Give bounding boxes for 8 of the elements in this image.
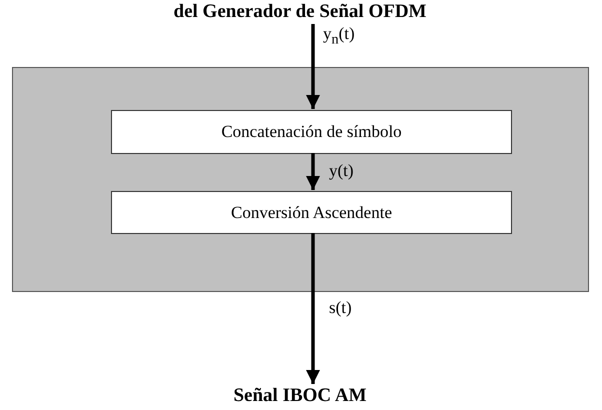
arrow [306,153,320,190]
arrow [306,24,320,109]
process-box: Concatenación de símbolo [111,110,512,154]
arrow [306,233,320,384]
process-box: Conversión Ascendente [111,191,512,234]
io-label: Señal IBOC AM [150,384,450,408]
panel-background [12,67,589,292]
io-label: del Generador de Señal OFDM [150,0,450,24]
